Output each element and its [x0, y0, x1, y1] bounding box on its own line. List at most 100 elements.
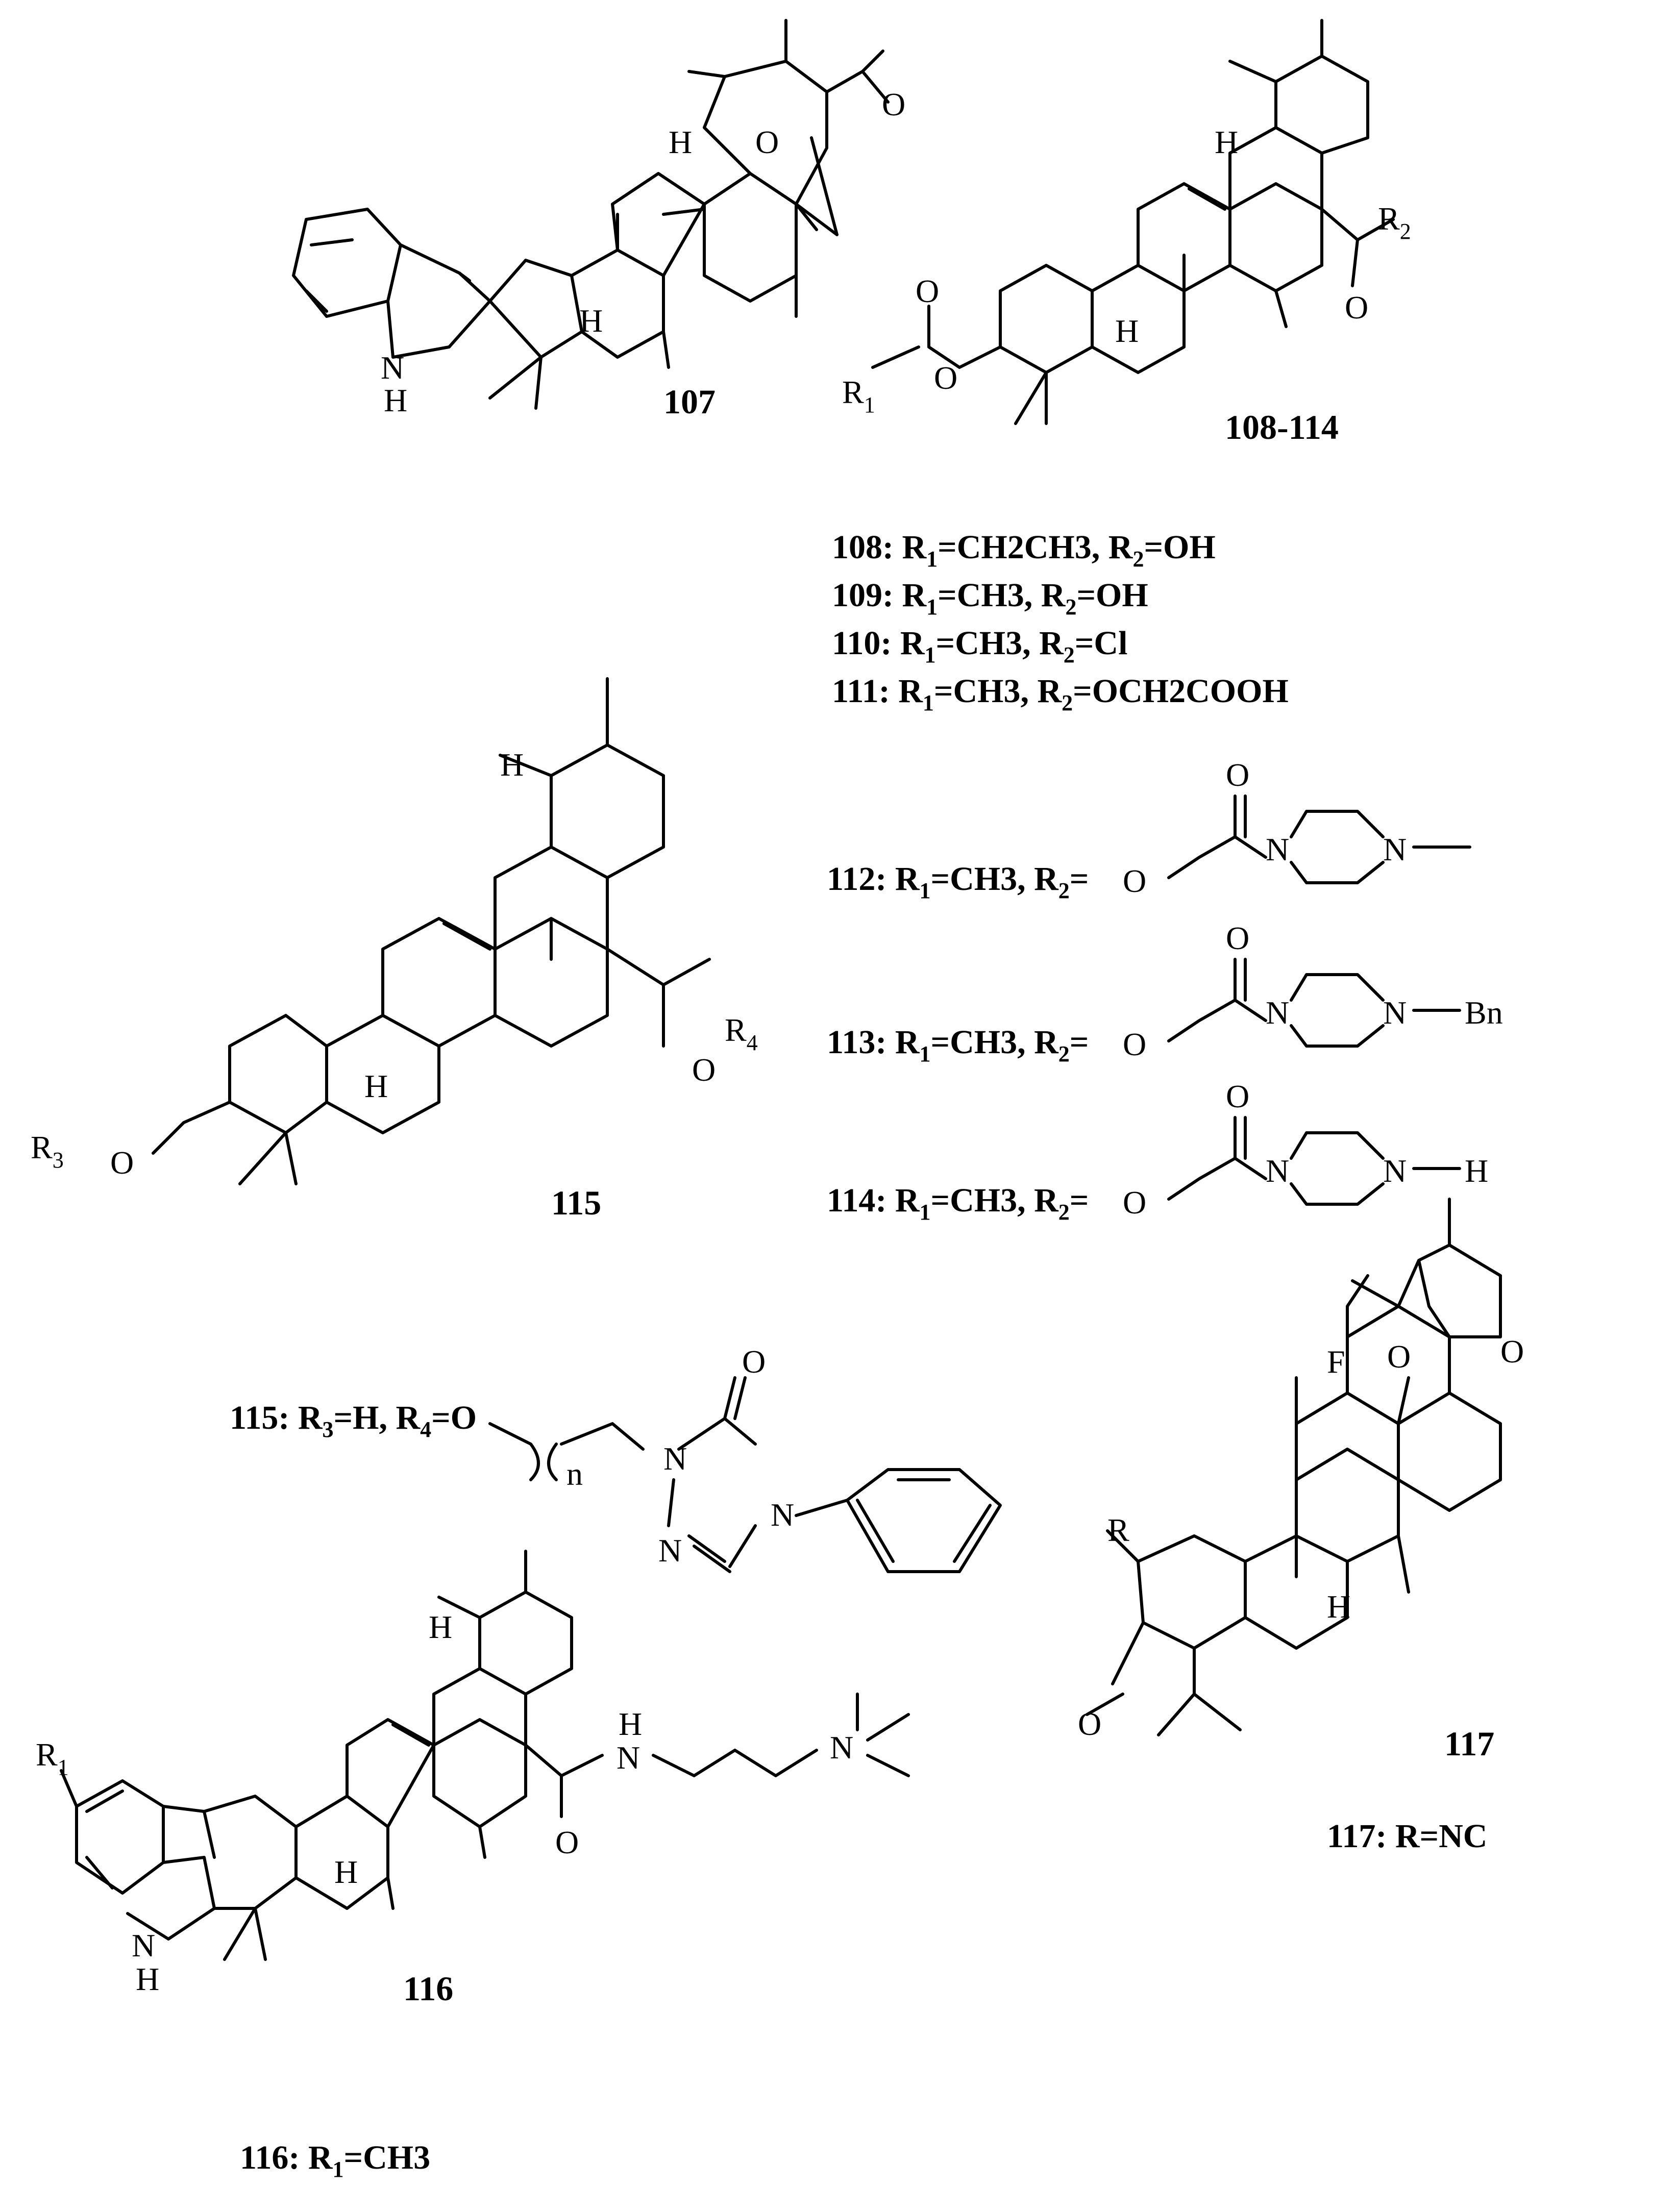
atom-N-113-b: N: [1383, 995, 1407, 1031]
atom-O-114: O: [1123, 1184, 1146, 1221]
def-113-text: 113: R1=CH3, R2=: [827, 1024, 1089, 1066]
def-114-id: 114: [827, 1182, 875, 1219]
atom-H-107-b: H: [579, 303, 603, 339]
definition-117: 117: R=NC: [1327, 1818, 1487, 1855]
atom-H-116-amide: H: [619, 1706, 642, 1742]
atom-N-116-indole: N: [132, 1927, 155, 1964]
atom-O-112: O: [1123, 863, 1146, 899]
def-115-id: 115: [230, 1399, 278, 1436]
atom-O-114-carbonyl: O: [1226, 1078, 1249, 1114]
compound-number-107: 107: [663, 382, 716, 421]
def-109-id: 109: [832, 577, 882, 614]
atom-H-107-nh: H: [384, 382, 407, 418]
atom-N-115-triazole-a: N: [663, 1440, 687, 1477]
definition-115: 115: R3=H, R4=O n N N N O: [230, 1344, 1002, 1573]
atom-O-115-triazolone: O: [742, 1344, 766, 1380]
atom-O-112-carbonyl: O: [1226, 757, 1249, 793]
atom-O-107-bridge: O: [755, 124, 779, 160]
atom-F-117: F: [1327, 1344, 1345, 1380]
atom-O-117-lactone: O: [1387, 1338, 1411, 1375]
def-111-r1: CH3: [953, 673, 1020, 710]
def-112-id: 112: [827, 860, 875, 898]
compound-number-108-114: 108-114: [1225, 408, 1339, 446]
def-114-text: 114: R1=CH3, R2=: [827, 1182, 1089, 1225]
atom-R-117: R: [1107, 1512, 1129, 1548]
atom-H-107-a: H: [669, 124, 692, 160]
atom-Bn-113: Bn: [1465, 995, 1503, 1031]
structure-107: [292, 19, 890, 410]
atom-R3-115: R3: [31, 1129, 64, 1173]
atom-O-115-carbonyl: O: [692, 1052, 716, 1088]
atom-N-107: N: [381, 350, 404, 386]
definition-list-108-111: 108: R1=CH2CH3, R2=OH 109: R1=CH3, R2=OH…: [832, 529, 1289, 715]
def-113-r1: CH3: [950, 1024, 1017, 1061]
structure-108-114: [871, 19, 1395, 425]
atom-H-116-nh: H: [136, 1961, 159, 1997]
def-108-r1: CH2CH3: [957, 529, 1092, 566]
def-115-text: 115: R3=H, R4=O: [230, 1399, 477, 1442]
def-116-id: 116: [240, 2139, 288, 2176]
definition-116: 116: R1=CH3: [240, 2139, 430, 2182]
def-115-r4: O: [451, 1399, 477, 1436]
atom-R1-116: R1: [36, 1736, 69, 1780]
atom-H-117: H: [1327, 1588, 1350, 1625]
definition-111: 111: R1=CH3, R2=OCH2COOH: [832, 673, 1289, 715]
def-115-r3: H: [353, 1399, 379, 1436]
atom-R2-108: R2: [1378, 201, 1411, 244]
structure-115: [152, 677, 711, 1185]
atom-N-115-triazole-b: N: [658, 1532, 682, 1569]
label-R-115-r4: R: [725, 1012, 747, 1048]
atom-O-108-ester: O: [934, 360, 957, 396]
atom-N-115-triazole-c: N: [771, 1497, 794, 1533]
atom-O-108-carbonyl: O: [916, 273, 939, 309]
atom-N-114-b: N: [1383, 1153, 1407, 1189]
atom-O-117-carbonyl: O: [1500, 1333, 1524, 1370]
structure-117: [1086, 1198, 1502, 1736]
def-110-r2: Cl: [1094, 625, 1127, 662]
definition-113: 113: R1=CH3, R2= O O N N Bn: [827, 920, 1503, 1066]
atom-O-113-carbonyl: O: [1226, 920, 1249, 956]
def-109-r1: CH3: [957, 577, 1024, 614]
atom-N-113-a: N: [1266, 995, 1289, 1031]
def-117-r: NC: [1439, 1818, 1487, 1855]
def-110-r1: CH3: [955, 625, 1022, 662]
definition-114: 114: R1=CH3, R2= O O N N H: [827, 1078, 1488, 1225]
atom-H-115-a: H: [500, 747, 524, 783]
definition-108: 108: R1=CH2CH3, R2=OH: [832, 529, 1216, 571]
def-111-id: 111: [832, 673, 879, 710]
def-108-r2: OH: [1163, 529, 1216, 566]
atom-R4-115: R4: [725, 1012, 758, 1055]
atom-O-107-ketone: O: [882, 86, 905, 122]
def-117-id: 117: [1327, 1818, 1375, 1855]
atom-N-116-amine: N: [830, 1729, 853, 1766]
atom-N-114-a: N: [1266, 1153, 1289, 1189]
def-113-id: 113: [827, 1024, 875, 1061]
def-111-r2: OCH2COOH: [1092, 673, 1289, 710]
atom-R1-108: R1: [842, 374, 875, 417]
label-n-linker: n: [566, 1456, 583, 1492]
atom-O-115: O: [110, 1145, 134, 1181]
atom-H-114: H: [1465, 1153, 1488, 1189]
def-109-r2: OH: [1096, 577, 1148, 614]
label-R-108-r1: R: [842, 374, 864, 410]
atom-H-116-b: H: [334, 1854, 358, 1890]
definition-109: 109: R1=CH3, R2=OH: [832, 577, 1148, 619]
atom-O-108-acid: O: [1345, 289, 1368, 326]
label-R-108-r2: R: [1378, 201, 1400, 237]
atom-N-112-b: N: [1383, 831, 1407, 867]
atom-O-116: O: [555, 1824, 579, 1860]
definition-112: 112: R1=CH3, R2= O O N N: [827, 757, 1471, 903]
def-110-id: 110: [832, 625, 880, 662]
atom-O-117-ketone: O: [1078, 1706, 1101, 1742]
compound-number-116: 116: [403, 1969, 453, 2008]
label-R-116-r1: R: [36, 1736, 58, 1773]
atom-N-116-amide: N: [617, 1739, 640, 1776]
def-116-r1: CH3: [363, 2139, 430, 2176]
structure-116: [60, 1550, 910, 1961]
definition-110: 110: R1=CH3, R2=Cl: [832, 625, 1127, 667]
atom-H-115-b: H: [364, 1068, 388, 1104]
def-112-text: 112: R1=CH3, R2=: [827, 860, 1089, 903]
atom-H-108-a: H: [1215, 124, 1238, 160]
def-108-id: 108: [832, 529, 882, 566]
